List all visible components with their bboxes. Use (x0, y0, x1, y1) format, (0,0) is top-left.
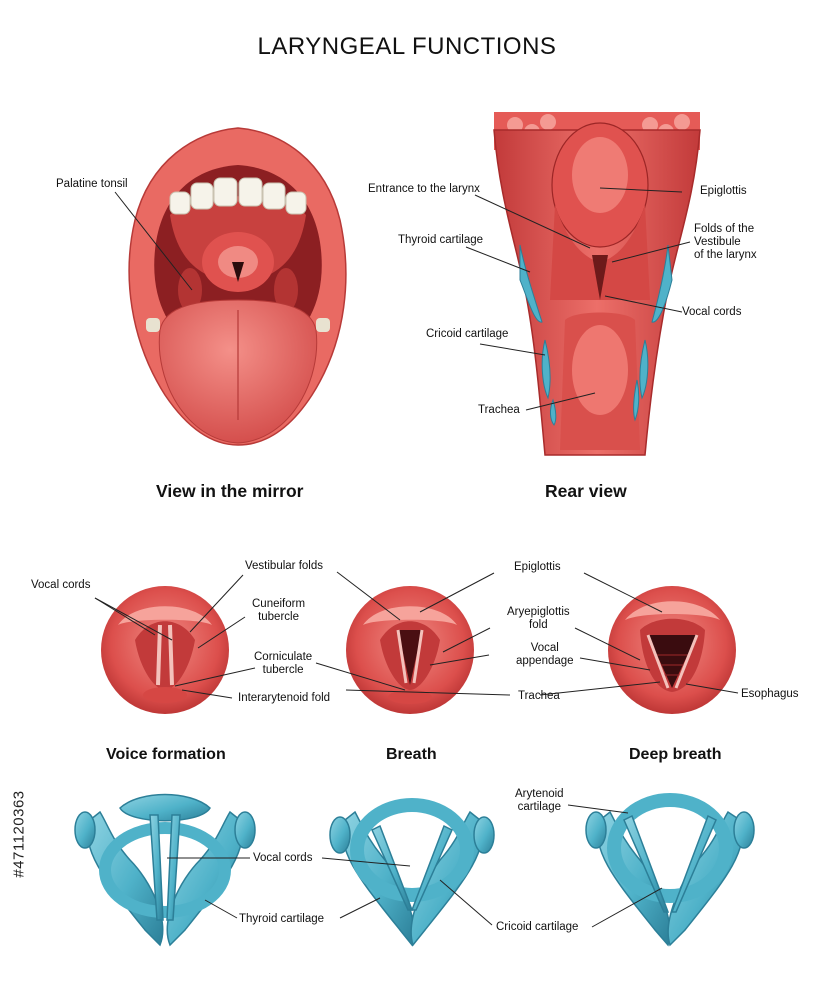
label-vocal-cords-cartilage: Vocal cords (253, 852, 313, 864)
label-epiglottis-glottis: Epiglottis (514, 561, 561, 573)
upper-teeth (169, 177, 307, 215)
label-corniculate-tubercle: Corniculate tubercle (254, 651, 313, 676)
left-tonsil (178, 268, 202, 312)
page-title: LARYNGEAL FUNCTIONS (257, 33, 557, 60)
stock-id-watermark: #471120363 (6, 766, 32, 902)
mouth-illustration (128, 127, 347, 446)
cartilage-voice (74, 793, 256, 947)
label-palatine-tonsil: Palatine tonsil (56, 178, 128, 190)
label-cricoid-cartilage-bottom: Cricoid cartilage (496, 921, 579, 933)
glottis-voice (101, 586, 229, 714)
rear-larynx-illustration (493, 112, 701, 456)
cartilage-deep (585, 793, 755, 947)
label-esophagus: Esophagus (741, 688, 799, 700)
label-trachea-rear: Trachea (478, 404, 520, 416)
right-tonsil (274, 268, 298, 312)
label-arytenoid-cartilage: Arytenoid cartilage (515, 788, 564, 813)
label-vocal-cords-glottis: Vocal cords (31, 579, 91, 591)
caption-deep-breath: Deep breath (629, 746, 722, 763)
glottis-breath (346, 586, 474, 714)
label-cricoid-cartilage-rear: Cricoid cartilage (426, 328, 509, 340)
label-vocal-cords-rear: Vocal cords (682, 306, 742, 318)
label-epiglottis-rear: Epiglottis (700, 185, 747, 197)
caption-mirror-view: View in the mirror (156, 481, 304, 501)
glottis-deep (608, 586, 736, 714)
label-vestibular-folds: Vestibular folds (245, 560, 323, 572)
label-thyroid-cartilage-bottom: Thyroid cartilage (239, 913, 325, 925)
stock-id-text: #471120363 (10, 790, 28, 878)
label-vocal-appendage: Vocal appendage (516, 642, 574, 667)
cartilage-breath (329, 798, 495, 947)
uvula-region (202, 232, 274, 292)
label-interarytenoid-fold: Interarytenoid fold (238, 692, 331, 704)
label-entrance-larynx: Entrance to the larynx (368, 183, 480, 195)
caption-rear-view: Rear view (545, 481, 627, 501)
label-thyroid-cartilage-rear: Thyroid cartilage (398, 234, 484, 246)
label-cuneiform-tubercle: Cuneiform tubercle (252, 598, 306, 623)
label-aryepiglottis-fold: Aryepiglottis fold (507, 606, 570, 631)
caption-voice-formation: Voice formation (106, 746, 226, 763)
label-vestibule-folds: Folds of the Vestibule of the larynx (694, 223, 757, 261)
leader-lines (94, 187, 739, 928)
label-trachea-glottis: Trachea (518, 690, 560, 702)
caption-breath: Breath (386, 746, 437, 763)
